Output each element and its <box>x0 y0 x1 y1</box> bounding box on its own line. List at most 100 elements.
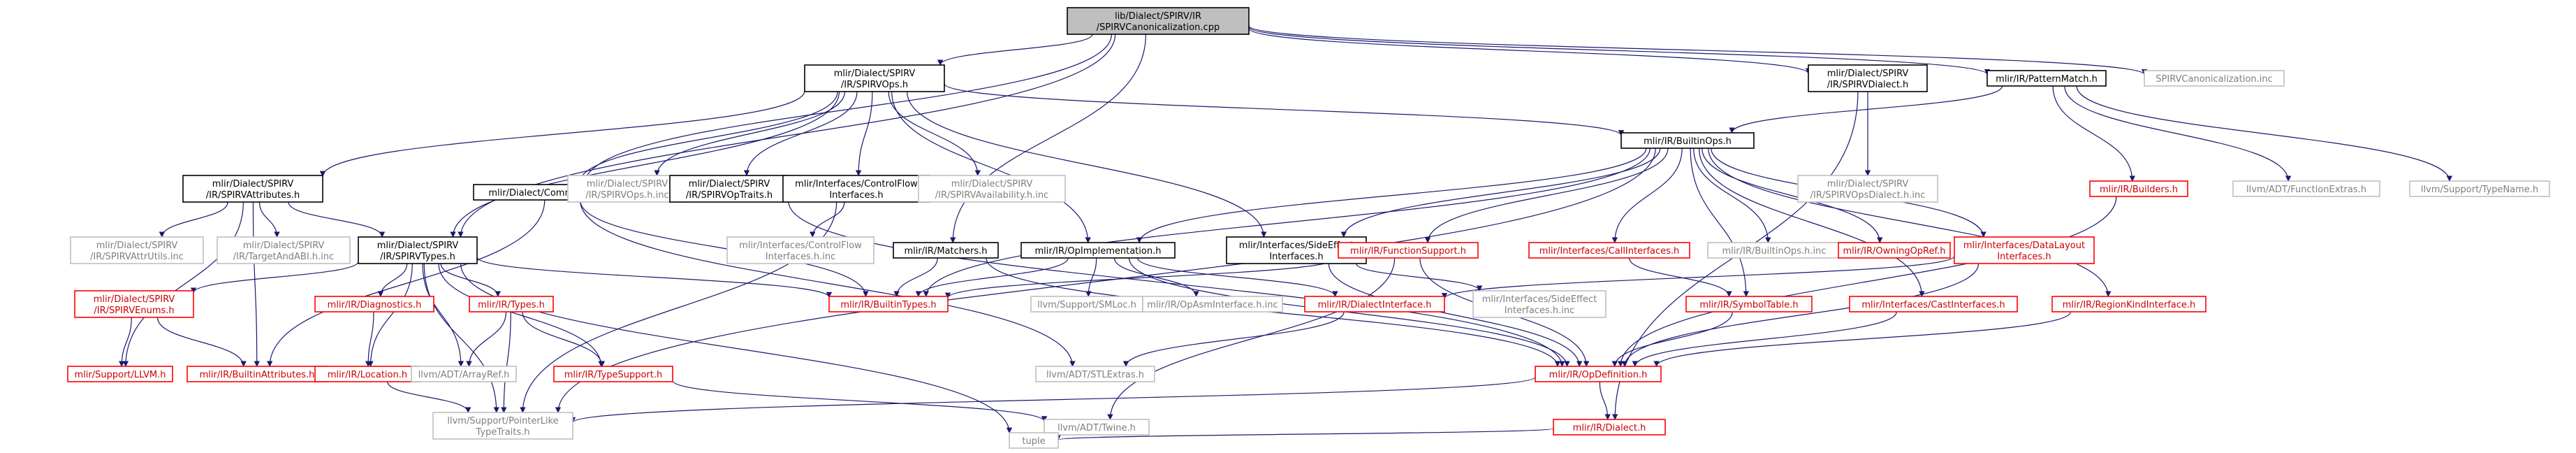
node-label: /IR/SPIRVOpsDialect.h.inc <box>1810 190 1926 201</box>
node-spirvtypes[interactable]: mlir/Dialect/SPIRV/IR/SPIRVTypes.h <box>358 236 478 264</box>
node-label: llvm/Support/SMLoc.h <box>1037 300 1136 310</box>
node-availinc[interactable]: mlir/Dialect/SPIRV/IR/SPIRVAvailability.… <box>918 175 1066 203</box>
node-box <box>828 296 949 312</box>
node-label: mlir/Dialect/SPIRV <box>212 179 294 189</box>
node-label: mlir/IR/RegionKindInterface.h <box>2063 300 2196 310</box>
node-targetabiinc[interactable]: mlir/Dialect/SPIRV/IR/TargetAndABI.h.inc <box>217 236 351 264</box>
node-label: mlir/IR/Diagnostics.h <box>328 300 422 310</box>
node-opasminc[interactable]: mlir/IR/OpAsmInterface.h.inc <box>1142 296 1283 312</box>
edge-builtinops-to-castinterfaces <box>1698 148 1925 297</box>
edge-builtinops-to-regionkind <box>1708 148 2112 297</box>
edge-spirvops-to-controlflow <box>855 91 873 176</box>
node-builtinops[interactable]: mlir/IR/BuiltinOps.h <box>1620 132 1755 149</box>
node-label: /IR/SPIRVOps.h <box>841 80 908 90</box>
node-diagnostics[interactable]: mlir/IR/Diagnostics.h <box>314 296 434 312</box>
node-label: mlir/Dialect/SPIRV <box>834 69 916 79</box>
edge-types-to-pointerlike <box>501 311 511 413</box>
node-label: Interfaces.h.inc <box>1505 305 1574 316</box>
node-builtinopsinc[interactable]: mlir/IR/BuiltinOps.h.inc <box>1707 242 1841 259</box>
edge-opimpl-to-smloc <box>1085 257 1097 297</box>
edge-functionsupport-to-builtintypes <box>944 257 1339 299</box>
edge-opdefinition-to-dialect <box>1599 381 1611 420</box>
edge-sideeffect-to-opdefinition <box>1328 263 1583 367</box>
node-functionextras[interactable]: llvm/ADT/FunctionExtras.h <box>2232 180 2380 197</box>
node-opimpl[interactable]: mlir/IR/OpImplementation.h <box>1020 242 1176 259</box>
node-dialectinterface[interactable]: mlir/IR/DialectInterface.h <box>1304 296 1445 312</box>
node-arrayref[interactable]: llvm/ADT/ArrayRef.h <box>411 366 517 382</box>
node-label: llvm/ADT/FunctionExtras.h <box>2246 185 2366 195</box>
edge-builtinops-to-pointerlike <box>555 148 1656 413</box>
edge-spirvenums-to-llvmh <box>119 317 132 367</box>
edge-spirvtypes-to-diagnostics <box>377 263 408 297</box>
node-castinterfaces[interactable]: mlir/Interfaces/CastInterfaces.h <box>1849 296 2018 312</box>
node-llvmh[interactable]: mlir/Support/LLVM.h <box>67 366 173 382</box>
node-spirvopsdialectinc[interactable]: mlir/Dialect/SPIRV/IR/SPIRVOpsDialect.h.… <box>1797 175 1938 203</box>
node-owningopref[interactable]: mlir/IR/OwningOpRef.h <box>1838 242 1951 259</box>
node-callinterfaces[interactable]: mlir/Interfaces/CallInterfaces.h <box>1528 242 1690 259</box>
node-spirvattr[interactable]: mlir/Dialect/SPIRV/IR/SPIRVAttributes.h <box>182 175 323 203</box>
node-label: /IR/SPIRVEnums.h <box>94 305 174 316</box>
node-spirvoptraits[interactable]: mlir/Dialect/SPIRV/IR/SPIRVOpTraits.h <box>669 175 789 203</box>
node-label: TypeTraits.h <box>475 427 529 438</box>
node-matchers[interactable]: mlir/IR/Matchers.h <box>893 242 999 259</box>
node-typename[interactable]: llvm/Support/TypeName.h <box>2409 180 2550 197</box>
node-label: tuple <box>1022 436 1045 447</box>
node-spirvdialect[interactable]: mlir/Dialect/SPIRV/IR/SPIRVDialect.h <box>1808 64 1928 92</box>
node-sideeffectinc[interactable]: mlir/Interfaces/SideEffectInterfaces.h.i… <box>1472 290 1607 318</box>
node-attrutilsinc[interactable]: mlir/Dialect/SPIRV/IR/SPIRVAttrUtils.inc <box>70 236 204 264</box>
node-types[interactable]: mlir/IR/Types.h <box>469 296 554 312</box>
node-controlflowinc[interactable]: mlir/Interfaces/ControlFlowInterfaces.h.… <box>726 236 874 264</box>
edge-spirvtypes-to-builtintypes <box>476 257 833 299</box>
node-stlextras[interactable]: llvm/ADT/STLExtras.h <box>1035 366 1155 382</box>
node-tuple[interactable]: tuple <box>1009 432 1059 449</box>
edge-builtinops-to-symboltable <box>1690 148 1750 297</box>
node-label: /IR/SPIRVDialect.h <box>1827 80 1909 90</box>
edge-opimpl-to-dialectinterface <box>1136 257 1338 297</box>
node-location[interactable]: mlir/IR/Location.h <box>314 366 420 382</box>
node-builtintypes[interactable]: mlir/IR/BuiltinTypes.h <box>828 296 949 312</box>
node-box <box>217 236 351 264</box>
node-spirvenums[interactable]: mlir/Dialect/SPIRV/IR/SPIRVEnums.h <box>74 290 194 318</box>
node-twine[interactable]: llvm/ADT/Twine.h <box>1044 419 1150 436</box>
node-spirvops[interactable]: mlir/Dialect/SPIRV/IR/SPIRVOps.h <box>804 64 945 92</box>
node-label: /IR/TargetAndABI.h.inc <box>233 252 334 262</box>
node-box <box>2232 180 2380 197</box>
node-builders[interactable]: mlir/IR/Builders.h <box>2089 180 2188 197</box>
node-label: mlir/IR/DialectInterface.h <box>1318 300 1432 310</box>
node-box <box>2051 296 2207 312</box>
node-smloc[interactable]: llvm/Support/SMLoc.h <box>1030 296 1143 312</box>
node-canoninc[interactable]: SPIRVCanonicalization.inc <box>2144 70 2285 87</box>
node-box <box>1067 7 1250 35</box>
node-label: mlir/Interfaces/ControlFlow <box>795 179 918 189</box>
edge-dialect-to-tuple <box>1055 428 1554 441</box>
node-functionsupport[interactable]: mlir/IR/FunctionSupport.h <box>1338 242 1479 259</box>
node-regionkind[interactable]: mlir/IR/RegionKindInterface.h <box>2051 296 2207 312</box>
edge-spirvops-to-spirvoptraits <box>743 91 858 176</box>
edge-spirvops-to-spirvattr <box>319 90 805 178</box>
node-typesupport[interactable]: mlir/IR/TypeSupport.h <box>553 366 673 382</box>
node-box <box>1472 290 1607 318</box>
node-dialect[interactable]: mlir/IR/Dialect.h <box>1553 419 1666 436</box>
node-label: mlir/Dialect/SPIRV <box>94 294 175 305</box>
edge-spirvops-to-spirvtypes <box>450 91 840 238</box>
edge-spirvtypes-to-location <box>367 263 413 367</box>
node-label: mlir/Support/LLVM.h <box>75 370 166 380</box>
node-patternmatch[interactable]: mlir/IR/PatternMatch.h <box>1986 70 2107 87</box>
node-symboltable[interactable]: mlir/IR/SymbolTable.h <box>1685 296 1813 312</box>
node-label: mlir/IR/PatternMatch.h <box>1996 74 2098 85</box>
node-builtinattr[interactable]: mlir/IR/BuiltinAttributes.h <box>186 366 328 382</box>
node-box <box>893 242 999 259</box>
node-label: mlir/Dialect/SPIRV <box>1827 179 1909 189</box>
node-label: Interfaces.h <box>829 190 883 201</box>
node-opdefinition[interactable]: mlir/IR/OpDefinition.h <box>1535 366 1662 382</box>
node-label: llvm/Support/TypeName.h <box>2421 185 2538 195</box>
node-spirvopsinc[interactable]: mlir/Dialect/SPIRV/IR/SPIRVOps.h.inc <box>567 175 687 203</box>
node-box <box>1986 70 2107 87</box>
node-root[interactable]: lib/Dialect/SPIRV/IR/SPIRVCanonicalizati… <box>1067 7 1250 35</box>
edge-builtinops-to-builtinopsinc <box>1693 148 1771 243</box>
node-box <box>553 366 673 382</box>
